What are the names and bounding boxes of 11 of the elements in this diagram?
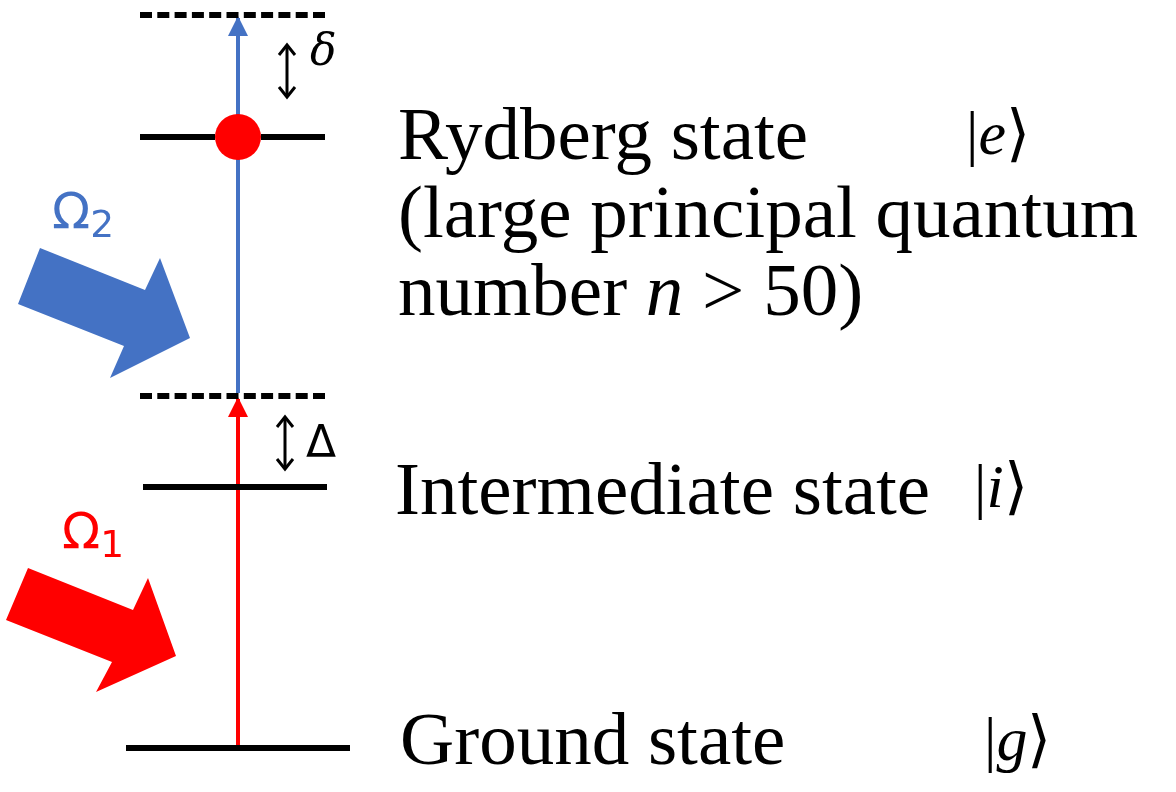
symbol-label: Ω$_{2}$: [52, 186, 115, 236]
symbol-label: Ω$_{1}$: [62, 506, 125, 556]
symbol-label: δ: [310, 28, 337, 72]
state-label: Intermediate state: [395, 450, 931, 528]
transition-arrow: [228, 397, 248, 745]
symbol-label: Δ: [306, 420, 337, 464]
virtual-level-line: [140, 393, 325, 399]
state-label: Rydberg state: [398, 95, 809, 173]
state-label: Ground state: [400, 700, 786, 778]
virtual-level-line: [140, 12, 325, 18]
transition-arrow: [228, 16, 248, 393]
